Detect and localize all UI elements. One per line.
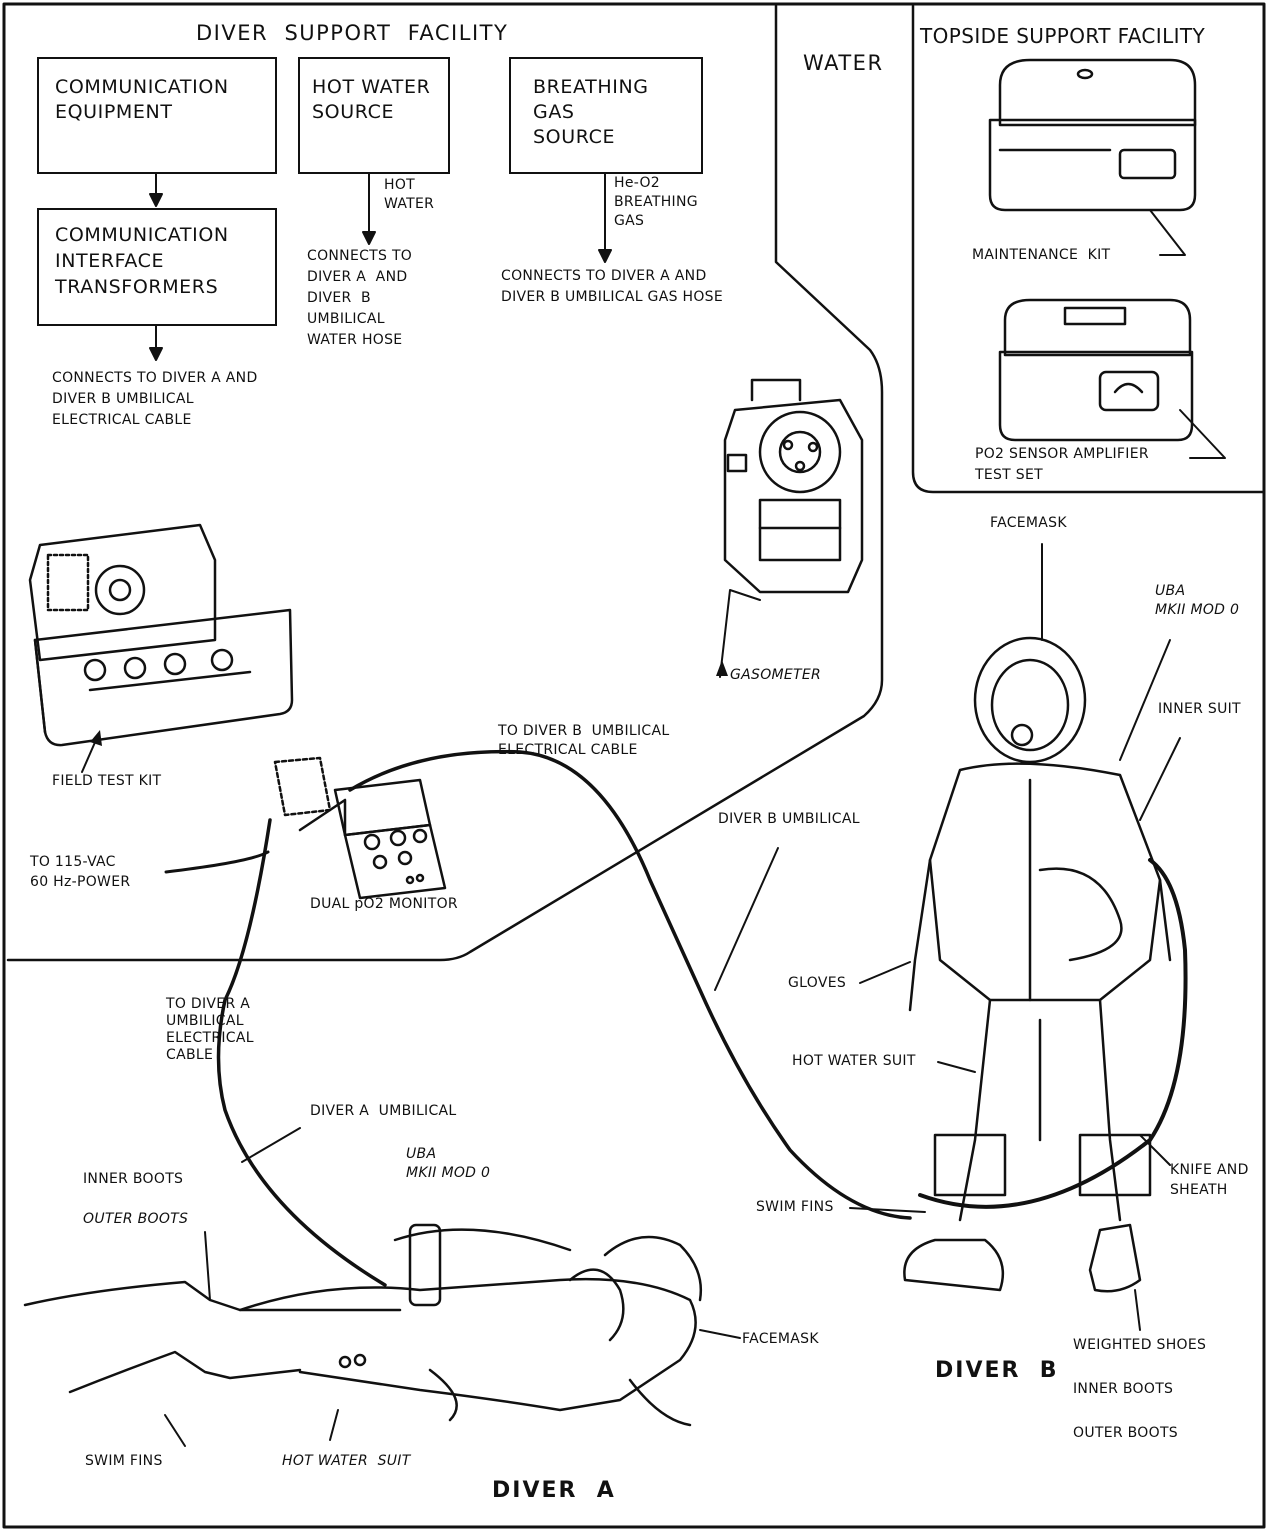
inner-suit-pointer [1140, 738, 1180, 820]
hot-water-source-label: HOT WATER SOURCE [312, 75, 430, 125]
inner-boots-b-label: INNER BOOTS [1073, 1378, 1173, 1400]
diver-b-umbilical-label: DIVER B UMBILICAL [718, 808, 860, 830]
power-cable [166, 852, 268, 872]
uba-a-label: UBA MKII MOD 0 [406, 1145, 490, 1183]
communication-interface-label: COMMUNICATION INTERFACE TRANSFORMERS [55, 222, 229, 300]
communication-equipment-label: COMMUNICATION EQUIPMENT [55, 75, 229, 125]
uba-b-label: UBA MKII MOD 0 [1155, 582, 1239, 620]
maintenance-pointer [1150, 210, 1185, 255]
hot-water-note: HOT WATER [384, 176, 434, 214]
diver-b-hose [920, 860, 1186, 1207]
field-kit-pointer [82, 740, 96, 772]
topside-heading: TOPSIDE SUPPORT FACILITY [920, 25, 1205, 47]
connects-cable-note: CONNECTS TO DIVER A AND DIVER B UMBILICA… [52, 368, 258, 431]
field-test-kit-drawing [30, 525, 292, 745]
gasometer-label: GASOMETER [730, 664, 821, 686]
breathing-gas-source-label: BREATHING GAS SOURCE [533, 75, 649, 150]
breathing-gas-note: He-O2 BREATHING GAS [614, 174, 698, 231]
facemask-a-pointer [700, 1330, 740, 1338]
diver-a-umbilical-label: DIVER A UMBILICAL [310, 1100, 457, 1122]
swim-fins-a-label: SWIM FINS [85, 1450, 163, 1472]
knife-sheath-label: KNIFE AND SHEATH [1170, 1160, 1249, 1200]
inner-boots-pointer [205, 1232, 210, 1300]
field-test-kit-label: FIELD TEST KIT [52, 770, 161, 792]
swim-fins-a-pointer [165, 1415, 185, 1446]
diver-a-umbilical-pointer [242, 1128, 300, 1162]
communication-equipment-box: COMMUNICATION EQUIPMENT [37, 57, 277, 174]
power-label: TO 115-VAC 60 Hz-POWER [30, 852, 130, 892]
to-diver-b-cable-label: TO DIVER B UMBILICAL ELECTRICAL CABLE [498, 722, 669, 760]
hot-water-source-box: HOT WATER SOURCE [298, 57, 450, 174]
connects-gas-note: CONNECTS TO DIVER A AND DIVER B UMBILICA… [501, 266, 723, 308]
gloves-pointer [860, 962, 910, 983]
breathing-gas-source-box: BREATHING GAS SOURCE [509, 57, 703, 174]
water-heading: WATER [803, 52, 884, 74]
communication-interface-box: COMMUNICATION INTERFACE TRANSFORMERS [37, 208, 277, 326]
inner-boots-a-label: INNER BOOTS [83, 1168, 183, 1190]
inner-suit-label: INNER SUIT [1158, 698, 1241, 720]
gasometer-drawing [725, 380, 862, 592]
outer-boots-b-label: OUTER BOOTS [1073, 1422, 1178, 1444]
knife-pointer [1140, 1135, 1170, 1165]
hot-water-suit-b-pointer [938, 1062, 975, 1072]
connects-water-note: CONNECTS TO DIVER A AND DIVER B UMBILICA… [307, 246, 412, 351]
facemask-b-label: FACEMASK [990, 512, 1067, 534]
to-diver-a-cable-label: TO DIVER A UMBILICAL ELECTRICAL CABLE [166, 996, 254, 1064]
gas-arrow [599, 172, 611, 262]
facemask-a-label: FACEMASK [742, 1328, 819, 1350]
dual-monitor-label: DUAL pO2 MONITOR [310, 893, 458, 915]
dual-monitor-drawing [275, 758, 445, 898]
hot-water-arrow [363, 172, 375, 244]
maintenance-kit-drawing [990, 60, 1195, 210]
po2-test-set-label: PO2 SENSOR AMPLIFIER TEST SET [975, 444, 1149, 486]
swim-fins-b-pointer [850, 1208, 925, 1212]
hot-water-suit-b-label: HOT WATER SUIT [792, 1050, 916, 1072]
test-set-pointer [1180, 410, 1225, 458]
diver-a-figure [25, 1225, 701, 1425]
outer-boots-a-label: OUTER BOOTS [83, 1208, 188, 1230]
diver-b-umbilical-pointer [715, 848, 778, 990]
hot-water-suit-a-pointer [330, 1410, 338, 1440]
weighted-shoes-pointer [1135, 1290, 1140, 1330]
po2-test-set-drawing [1000, 300, 1192, 440]
gloves-label: GLOVES [788, 972, 846, 994]
diver-a-title: DIVER A [492, 1480, 616, 1502]
diver-support-heading: DIVER SUPPORT FACILITY [196, 22, 508, 44]
swim-fins-b-label: SWIM FINS [756, 1196, 834, 1218]
diver-b-title: DIVER B [935, 1360, 1059, 1382]
weighted-shoes-label: WEIGHTED SHOES [1073, 1334, 1206, 1356]
hot-water-suit-a-label: HOT WATER SUIT [282, 1450, 411, 1472]
maintenance-kit-label: MAINTENANCE KIT [972, 244, 1110, 266]
